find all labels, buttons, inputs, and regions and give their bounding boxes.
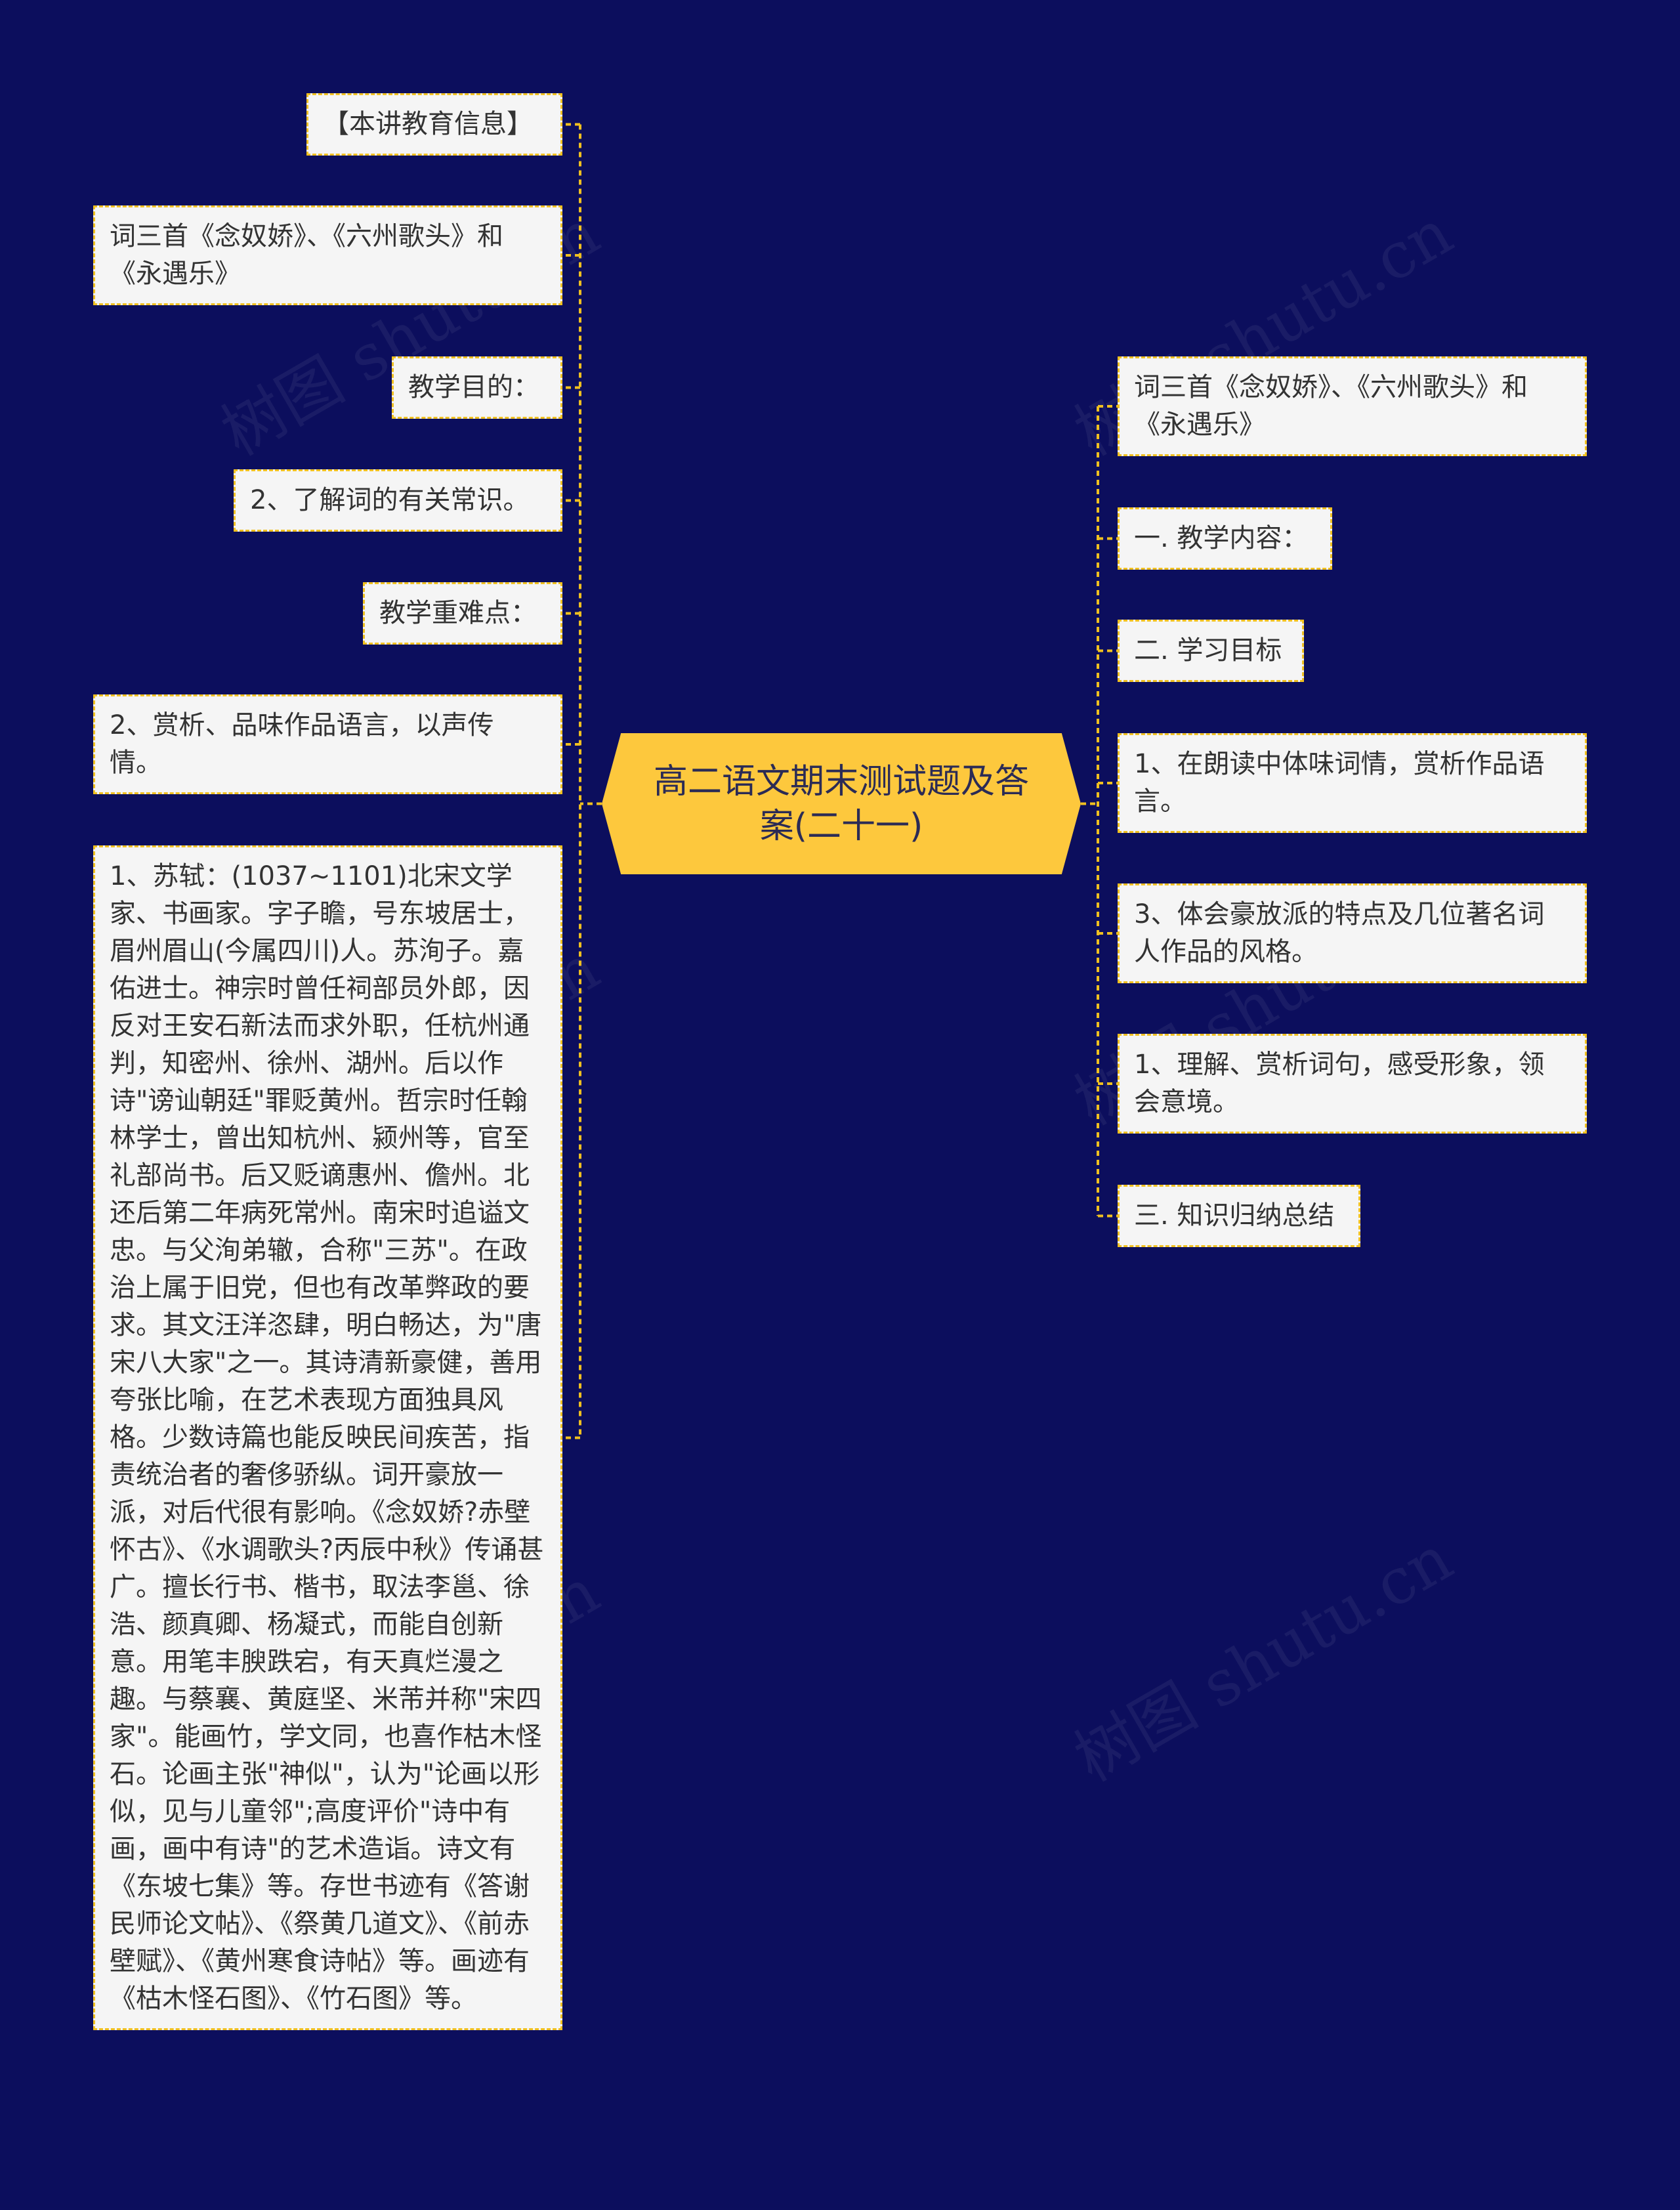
left-node-edu-info[interactable]: 【本讲教育信息】 xyxy=(306,93,562,156)
left-node-key-points[interactable]: 教学重难点： xyxy=(363,582,562,645)
left-node-appreciate-language[interactable]: 2、赏析、品味作品语言，以声传情。 xyxy=(93,694,562,794)
right-node-objectives[interactable]: 二. 学习目标 xyxy=(1118,620,1304,682)
right-node-bold-school[interactable]: 3、体会豪放派的特点及几位著名词人作品的风格。 xyxy=(1118,883,1587,983)
right-node-reading[interactable]: 1、在朗读中体味词情，赏析作品语言。 xyxy=(1118,733,1587,833)
left-node-teaching-goal[interactable]: 教学目的： xyxy=(392,356,562,419)
left-node-su-shi-bio[interactable]: 1、苏轼：(1037~1101)北宋文学家、书画家。字子瞻，号东坡居士，眉州眉山… xyxy=(93,845,562,2030)
right-node-summary[interactable]: 三. 知识归纳总结 xyxy=(1118,1185,1360,1247)
left-node-ci-knowledge[interactable]: 2、了解词的有关常识。 xyxy=(234,469,562,532)
root-topic[interactable]: 高二语文期末测试题及答案(二十一) xyxy=(602,733,1081,874)
right-node-content[interactable]: 一. 教学内容： xyxy=(1118,507,1332,570)
right-node-imagery[interactable]: 1、理解、赏析词句，感受形象，领会意境。 xyxy=(1118,1034,1587,1134)
left-node-three-poems[interactable]: 词三首《念奴娇》、《六州歌头》和《永遇乐》 xyxy=(93,205,562,305)
right-node-three-poems[interactable]: 词三首《念奴娇》、《六州歌头》和《永遇乐》 xyxy=(1118,356,1587,456)
